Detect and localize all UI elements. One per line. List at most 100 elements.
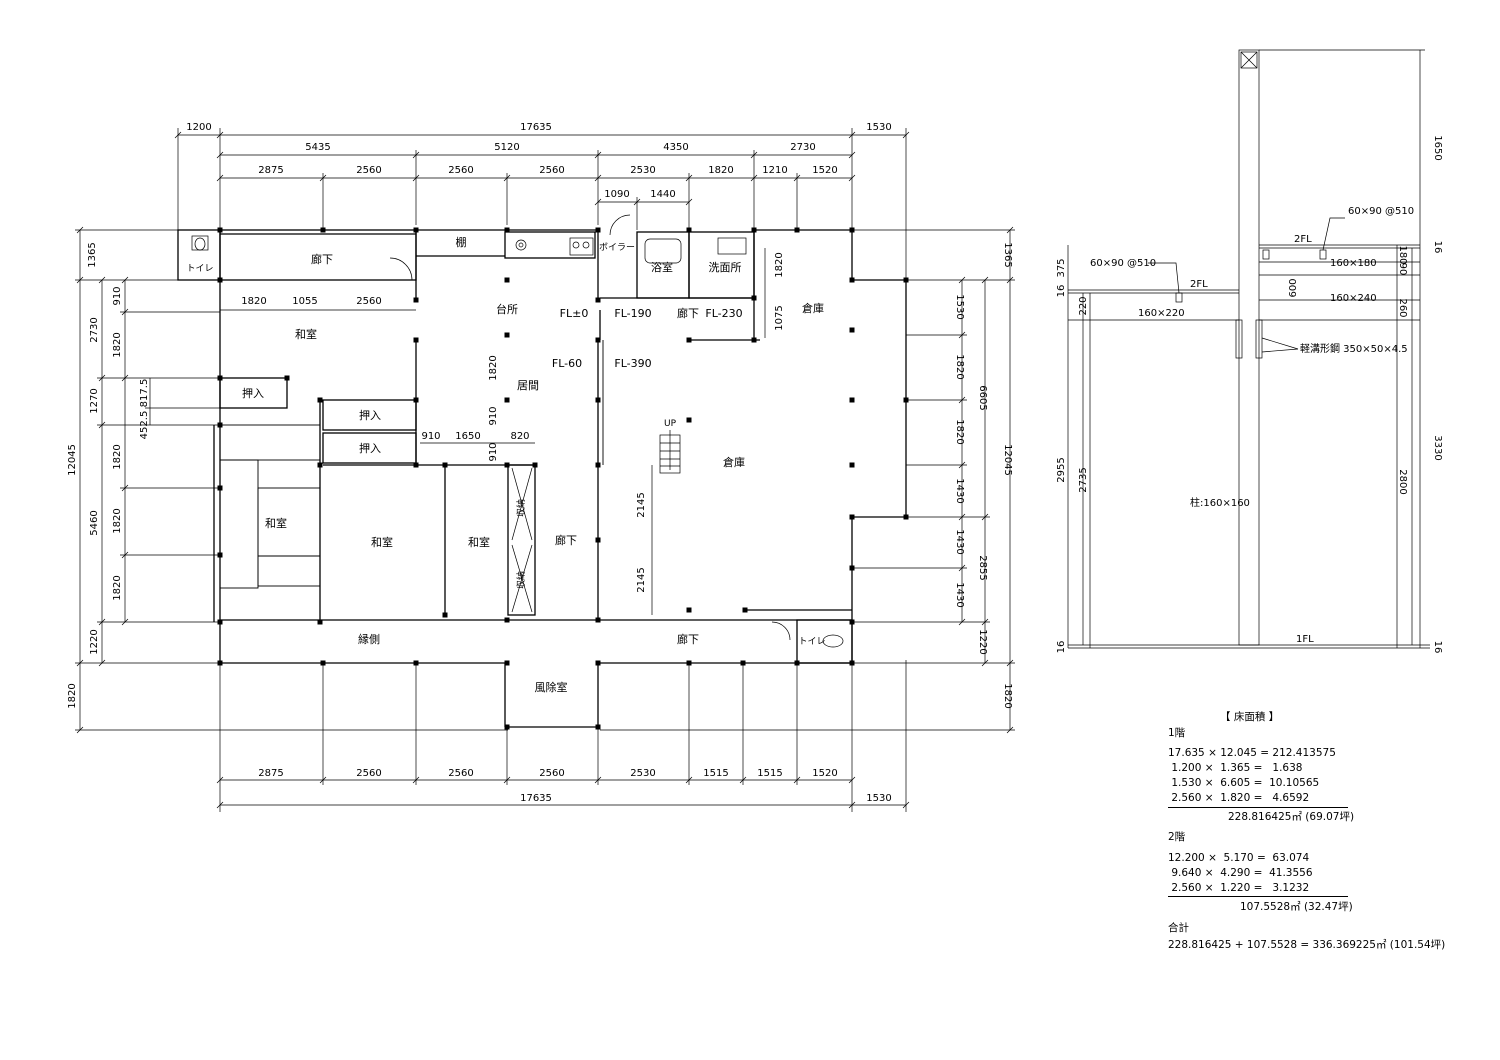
room-washitsu-c: 和室 <box>371 535 393 549</box>
dim-top-overall-2: 17635 <box>520 122 552 133</box>
dimension-tick <box>958 276 966 284</box>
section-dim-right-2: 16 <box>1432 241 1443 254</box>
room-closet-b: 収納 <box>515 571 527 589</box>
dim-top-fourth-1: 1090 <box>604 189 629 200</box>
column-post <box>413 227 419 233</box>
area-floor2-row: 12.200 × 5.170 = 63.074 <box>1168 852 1310 864</box>
column-post <box>595 660 601 666</box>
column-post <box>504 397 510 403</box>
dimension-tick <box>902 131 910 139</box>
column-post <box>849 514 855 520</box>
dimension-tick <box>981 618 989 626</box>
column-post <box>903 397 909 403</box>
area-total-label: 合計 <box>1168 922 1189 934</box>
area-floor1-label: 1階 <box>1168 727 1186 739</box>
dim-int-mid-3: 820 <box>510 431 529 442</box>
column-post <box>217 227 223 233</box>
area-floor2-total: 107.5528㎡ (32.47坪) <box>1240 901 1353 913</box>
dim-top-fourth-2: 1440 <box>650 189 675 200</box>
dim-left-outer-2: 12045 <box>67 444 78 476</box>
section-dim-right-8: 2800 <box>1397 469 1408 494</box>
dim-right-middle-1: 6605 <box>977 385 988 410</box>
column-post <box>504 462 510 468</box>
column-post <box>317 619 323 625</box>
dim-top-overall-1: 1200 <box>186 122 211 133</box>
area-heading: 【 床面積 】 <box>1220 711 1280 723</box>
section-dim-left-5: 2735 <box>1078 467 1089 492</box>
dim-top-third-4: 2560 <box>539 165 564 176</box>
section-dim-right-5: 600 <box>1288 278 1299 297</box>
dimension-tick <box>981 659 989 667</box>
dim-left-inner-5: 1820 <box>112 575 123 600</box>
column-post <box>742 607 748 613</box>
column-post <box>320 227 326 233</box>
column-post <box>849 397 855 403</box>
dimension-tick <box>76 226 84 234</box>
dimension-tick <box>594 174 602 182</box>
dim-top-third-6: 1820 <box>708 165 733 176</box>
dim-bottom-8: 1520 <box>812 768 837 779</box>
dim-bottom-overall-1: 17635 <box>520 793 552 804</box>
column-post <box>849 619 855 625</box>
room-hallway-mid: 廊下 <box>555 533 577 547</box>
area-floor1-row: 1.200 × 1.365 = 1.638 <box>1168 762 1303 774</box>
section-drawing: 60×90 @510 60×90 @510 2FL 2FL 160×180 16… <box>1056 49 1443 654</box>
section-beam-220: 160×220 <box>1138 308 1185 319</box>
dim-int-storage-1820: 1820 <box>774 252 785 277</box>
dim-int-row1-1: 1820 <box>241 296 266 307</box>
dimension-tick <box>594 151 602 159</box>
dimension-tick <box>685 174 693 182</box>
dim-top-third-8: 1520 <box>812 165 837 176</box>
room-bath: 浴室 <box>651 260 673 274</box>
dimension-tick <box>412 776 420 784</box>
column-post <box>504 724 510 730</box>
column-post <box>413 397 419 403</box>
section-dim-left-2: 16 <box>1056 285 1067 298</box>
room-engawa: 縁側 <box>358 632 380 646</box>
section-dim-right-9: 16 <box>1432 641 1443 654</box>
dim-right-inner-4: 1430 <box>954 478 965 503</box>
column-post <box>595 537 601 543</box>
column-post <box>317 397 323 403</box>
column-post <box>413 337 419 343</box>
dimension-tick <box>958 513 966 521</box>
dimension-tick <box>174 131 182 139</box>
column-post <box>686 417 692 423</box>
column-post <box>217 422 223 428</box>
dim-left-inner-4: 1820 <box>112 508 123 533</box>
column-post <box>532 462 538 468</box>
dim-left-inner-1: 910 <box>112 286 123 305</box>
column-post <box>595 227 601 233</box>
dimension-tick <box>750 151 758 159</box>
dimension-tick <box>503 776 511 784</box>
room-shelf: 棚 <box>456 235 467 249</box>
column-post <box>595 724 601 730</box>
column-post <box>686 660 692 666</box>
dim-right-outer-2: 12045 <box>1002 444 1013 476</box>
dimension-tick <box>121 484 129 492</box>
dim-left-small-2: 452.5 <box>139 411 150 440</box>
dimension-tick <box>319 776 327 784</box>
dim-top-second-2: 5120 <box>494 142 519 153</box>
section-beam-240: 160×240 <box>1330 293 1377 304</box>
section-joist-top: 60×90 @510 <box>1348 206 1414 217</box>
dimension-tick <box>76 659 84 667</box>
column-post <box>320 660 326 666</box>
dim-top-third-7: 1210 <box>762 165 787 176</box>
column-post <box>595 397 601 403</box>
dimension-tick <box>121 374 129 382</box>
room-fl230: FL-230 <box>705 307 742 320</box>
column-post <box>504 332 510 338</box>
area-floor1-rule <box>1168 807 1348 808</box>
dim-right-inner-6: 1430 <box>954 582 965 607</box>
walls <box>177 229 907 728</box>
section-joist-left: 60×90 @510 <box>1090 258 1156 269</box>
dimension-tick <box>98 374 106 382</box>
room-washroom: 洗面所 <box>709 261 742 274</box>
dimension-tick <box>1006 276 1014 284</box>
dimension-tick <box>958 461 966 469</box>
room-toilet-top: トイレ <box>186 264 213 274</box>
dimension-tick <box>793 174 801 182</box>
room-fl0: FL±0 <box>560 307 589 320</box>
